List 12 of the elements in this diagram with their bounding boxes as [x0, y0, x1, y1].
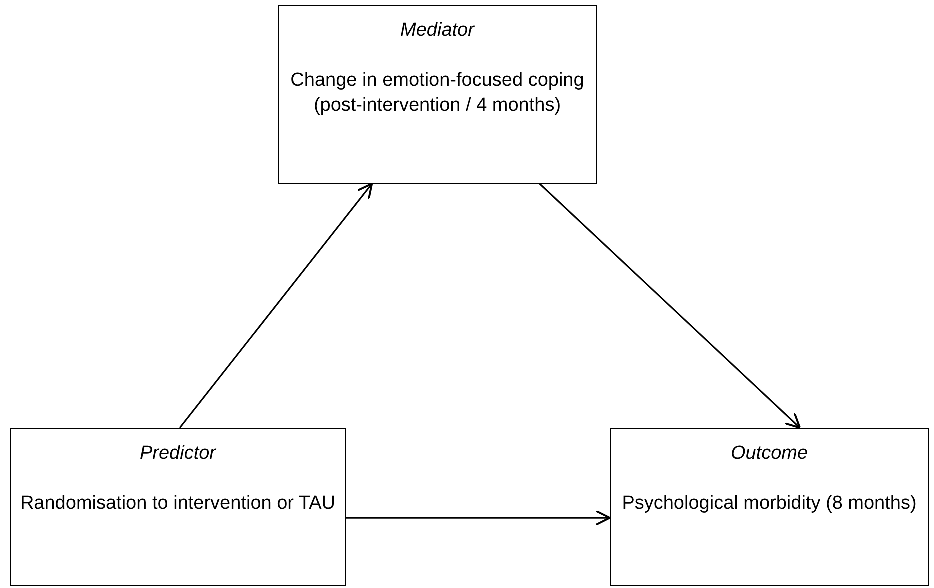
- arrow: [179, 183, 374, 428]
- box-text: Change in emotion-focused coping (post-intervention / 4 months): [290, 68, 586, 118]
- box-text: Psychological morbidity (8 months): [622, 492, 917, 516]
- variable-box: [610, 428, 929, 586]
- arrow: [539, 183, 802, 429]
- variable-box: [278, 5, 597, 184]
- box-text: Randomisation to intervention or TAU: [20, 492, 336, 516]
- box-heading: Outcome: [730, 442, 808, 466]
- variable-box: [10, 428, 346, 586]
- arrow: [346, 510, 611, 526]
- box-heading: Predictor: [140, 442, 216, 466]
- box-heading: Mediator: [400, 19, 474, 43]
